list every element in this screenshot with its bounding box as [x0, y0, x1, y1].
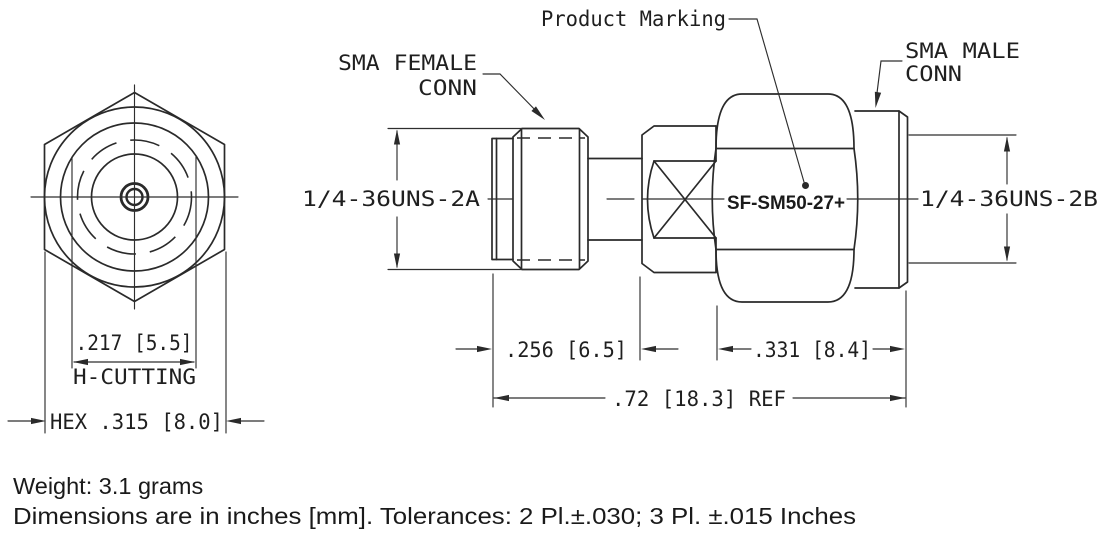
female-conn-leader-arrow	[531, 106, 545, 120]
callout-product-marking: Product Marking	[541, 7, 726, 31]
end-view	[30, 84, 239, 369]
side-view-dimensions: 1/4-36UNS-2A 1/4-36UNS-2B .256 [6.5] .33…	[302, 127, 1098, 411]
side-view: SF-SM50-27+	[487, 93, 919, 303]
label-male-thread: 1/4-36UNS-2B	[920, 187, 1098, 211]
male-conn-leader	[875, 60, 903, 98]
overall-arrow-right	[890, 394, 905, 402]
note-weight: Weight: 3.1 grams	[13, 473, 203, 499]
female-len-arrow-right	[641, 345, 656, 353]
hex-arrow-right	[226, 417, 241, 425]
dim-hcut-width: .217 [5.5]	[76, 331, 193, 355]
dim-hex-length: .331 [8.4]	[753, 338, 871, 362]
female-dia-arrow-down	[393, 253, 401, 269]
product-marking-leader	[728, 18, 805, 183]
large-hex-outline	[711, 93, 859, 303]
hex-len-arrow-left	[718, 345, 733, 353]
label-female-thread: 1/4-36UNS-2A	[302, 187, 480, 211]
callout-male-conn-line1: SMA MALE	[905, 39, 1020, 63]
female-conn-leader	[482, 73, 543, 118]
dim-female-length: .256 [6.5]	[505, 338, 627, 362]
callout-female-conn-line1: SMA FEMALE	[338, 51, 477, 75]
hex-len-arrow-right	[890, 345, 905, 353]
female-dia-arrow-up	[393, 129, 401, 145]
dim-hex-size: HEX .315 [8.0]	[50, 410, 223, 434]
callouts: SMA FEMALE CONN Product Marking SMA MALE…	[338, 7, 1020, 189]
callout-male-conn-line2: CONN	[905, 62, 962, 86]
dim-hcut-note: H-CUTTING	[73, 365, 196, 389]
product-code-marking: SF-SM50-27+	[727, 192, 845, 214]
hcut-arrow-left	[73, 358, 88, 366]
female-thread-body	[512, 127, 589, 271]
male-conn-leader-arrow	[874, 91, 882, 108]
male-dia-arrow-up	[1003, 136, 1011, 152]
female-len-arrow-left	[477, 345, 492, 353]
dim-overall-length: .72 [18.3] REF	[612, 387, 786, 411]
male-dia-arrow-down	[1003, 246, 1011, 262]
drawing-notes: Weight: 3.1 grams Dimensions are in inch…	[13, 473, 856, 529]
hex-arrow-left	[31, 417, 46, 425]
hcut-arrow-right	[180, 358, 195, 366]
end-view-dimensions: .217 [5.5] H-CUTTING HEX .315 [8.0]	[7, 251, 265, 434]
note-tolerances: Dimensions are in inches [mm]. Tolerance…	[13, 503, 856, 529]
product-marking-leader-dot	[802, 182, 809, 189]
callout-female-conn-line2: CONN	[418, 76, 477, 100]
